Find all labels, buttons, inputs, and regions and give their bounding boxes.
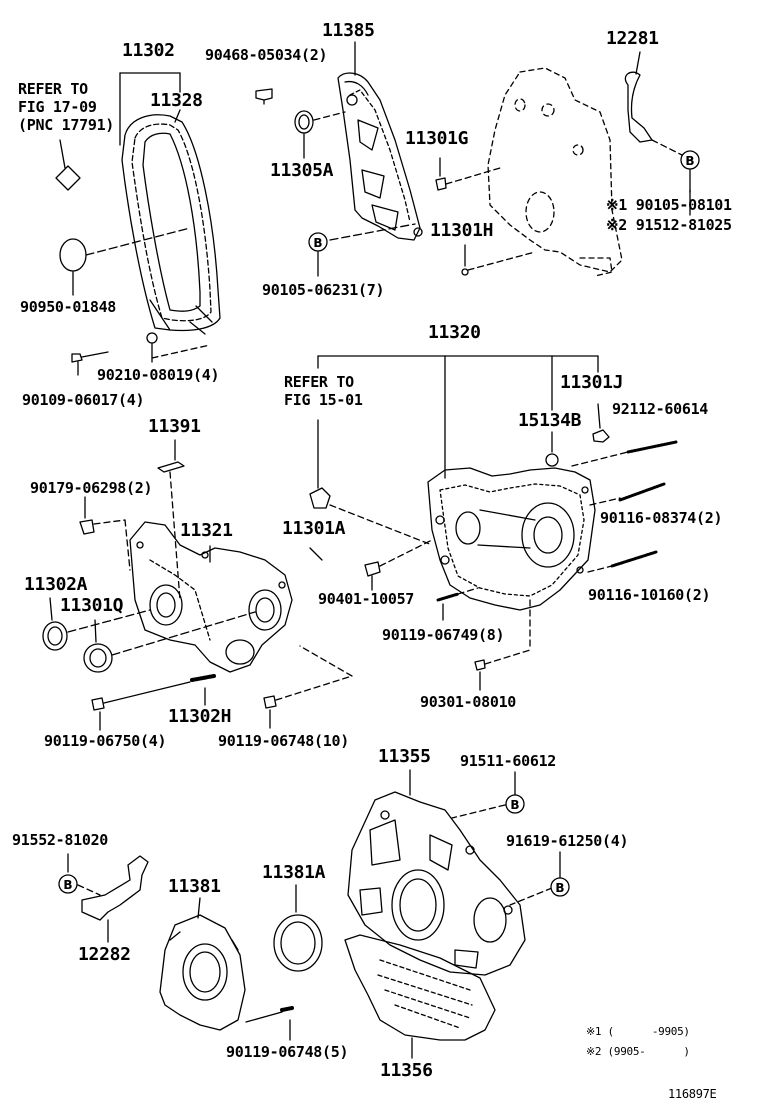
label-11320[interactable]: 11320 (428, 322, 481, 343)
label-90116-08374[interactable]: 90116-08374(2) (600, 509, 723, 527)
label-91552-81020[interactable]: 91552-81020 (12, 831, 109, 849)
end-plate-11355-drawing (348, 792, 525, 975)
label-90119-06749[interactable]: 90119-06749(8) (382, 626, 505, 644)
label-12281[interactable]: 12281 (606, 28, 659, 49)
hook-12281-shape (625, 72, 652, 142)
label-12282[interactable]: 12282 (78, 944, 131, 965)
timing-belt-cover-drawing (122, 115, 220, 334)
label-11385[interactable]: 11385 (322, 20, 375, 41)
seal-11302A-shape (43, 622, 67, 650)
label-refer-fig-17-09[interactable]: REFER TO FIG 17-09 (PNC 17791) (18, 80, 115, 134)
plate-11356-drawing (345, 935, 495, 1040)
label-11355[interactable]: 11355 (378, 746, 431, 767)
bracket-12282-shape (82, 856, 148, 920)
seal-11381A-shape (274, 915, 322, 971)
label-90119-06748-5[interactable]: 90119-06748(5) (226, 1043, 349, 1061)
seal-11305A-shape (295, 111, 313, 133)
label-11301H[interactable]: 11301H (430, 220, 494, 241)
label-90119-06748-10[interactable]: 90119-06748(10) (218, 732, 349, 750)
label-90179-06298[interactable]: 90179-06298(2) (30, 479, 153, 497)
label-90105-06231[interactable]: 90105-06231(7) (262, 281, 385, 299)
label-92112-60614[interactable]: 92112-60614 (612, 400, 709, 418)
label-refer-fig-15-01[interactable]: REFER TO FIG 15-01 (284, 373, 363, 409)
label-90468-05034[interactable]: 90468-05034(2) (205, 46, 328, 64)
label-90116-10160[interactable]: 90116-10160(2) (588, 586, 711, 604)
label-11302A[interactable]: 11302A (24, 574, 88, 595)
label-11301A[interactable]: 11301A (282, 518, 346, 539)
label-90210-08019[interactable]: 90210-08019(4) (97, 366, 220, 384)
label-note1-part[interactable]: ※1 90105-08101 (606, 196, 732, 214)
label-11302H[interactable]: 11302H (168, 706, 232, 727)
label-90109-06017[interactable]: 90109-06017(4) (22, 391, 145, 409)
label-11302[interactable]: 11302 (122, 40, 175, 61)
label-11301J[interactable]: 11301J (560, 372, 624, 393)
label-91619-61250[interactable]: 91619-61250(4) (506, 832, 629, 850)
figure-code: 116897E (668, 1087, 717, 1101)
label-11321[interactable]: 11321 (180, 520, 233, 541)
plug-90950-shape (60, 239, 86, 271)
label-11381A[interactable]: 11381A (262, 862, 326, 883)
label-91511-60612[interactable]: 91511-60612 (460, 752, 557, 770)
label-11356[interactable]: 11356 (380, 1060, 433, 1081)
timing-cover-11385-drawing (338, 73, 422, 240)
label-11391[interactable]: 11391 (148, 416, 201, 437)
label-note2-part[interactable]: ※2 91512-81025 (606, 216, 732, 234)
label-90119-06750[interactable]: 90119-06750(4) (44, 732, 167, 750)
label-90301-08010[interactable]: 90301-08010 (420, 693, 517, 711)
seal-11301Q-shape (84, 644, 112, 672)
retainer-11381-drawing (160, 915, 245, 1030)
timing-case-11320-drawing (428, 468, 595, 610)
label-11301Q[interactable]: 11301Q (60, 595, 124, 616)
label-11301G[interactable]: 11301G (405, 128, 469, 149)
label-15134B[interactable]: 15134B (518, 410, 582, 431)
label-90401-10057[interactable]: 90401-10057 (318, 590, 415, 608)
footnote-1: ※1 ( -9905) (586, 1025, 690, 1038)
fig1709-part-shape (56, 166, 80, 190)
footnote-2: ※2 (9905- ) (586, 1045, 690, 1058)
label-11328[interactable]: 11328 (150, 90, 203, 111)
label-90950-01848[interactable]: 90950-01848 (20, 298, 117, 316)
engine-block-drawing (488, 68, 622, 276)
label-11381[interactable]: 11381 (168, 876, 221, 897)
label-11305A[interactable]: 11305A (270, 160, 334, 181)
housing-11321-drawing (130, 522, 292, 672)
